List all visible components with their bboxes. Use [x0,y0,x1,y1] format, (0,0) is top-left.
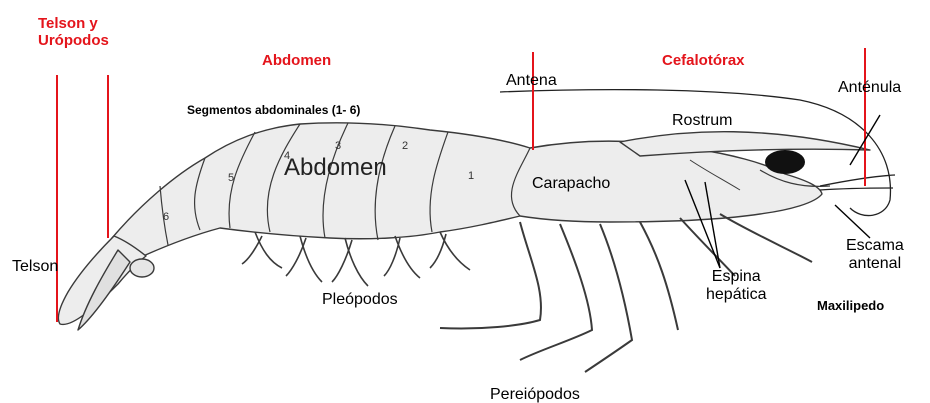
cefalotorax-region-label: Cefalotórax [662,52,745,69]
telson-uropodos-label-line2: Urópodos [38,32,109,49]
espina-label-line2: hepática [706,286,767,304]
antena-label: Antena [506,72,557,90]
antennule-flagella [820,175,895,186]
carapacho-label: Carapacho [532,175,610,193]
segment-number-6: 6 [163,211,169,224]
pleopodos-label: Pleópodos [322,291,398,309]
segmentos-label: Segmentos abdominales (1- 6) [187,104,360,118]
antenula-label: Anténula [838,79,901,97]
rostrum-shape [620,132,870,156]
espina-hepatica-label: Espina hepática [706,268,767,305]
telson-label: Telson [12,258,58,276]
escama-label-line1: Escama [846,237,904,255]
segment-number-1: 1 [468,170,474,183]
rostrum-label: Rostrum [672,112,732,130]
eye [765,150,805,174]
segment-number-4: 4 [284,150,290,163]
telson-uropodos-region-label: Telson y Urópodos [38,15,109,50]
tail-joint [130,259,154,277]
pereiopodos-label: Pereiópodos [490,386,580,403]
telson-uropodos-label-line1: Telson y [38,15,109,32]
maxilipedo-label: Maxilipedo [817,299,884,314]
pleopods [242,232,470,286]
abdomen-body-label: Abdomen [284,154,387,182]
abdomen-region-label: Abdomen [262,52,331,69]
espina-label-line1: Espina [706,268,767,286]
escama-label-line2: antenal [846,255,904,273]
segment-number-5: 5 [228,172,234,185]
escama-antenal-label: Escama antenal [846,237,904,274]
segment-number-3: 3 [335,140,341,153]
segment-number-2: 2 [402,140,408,153]
